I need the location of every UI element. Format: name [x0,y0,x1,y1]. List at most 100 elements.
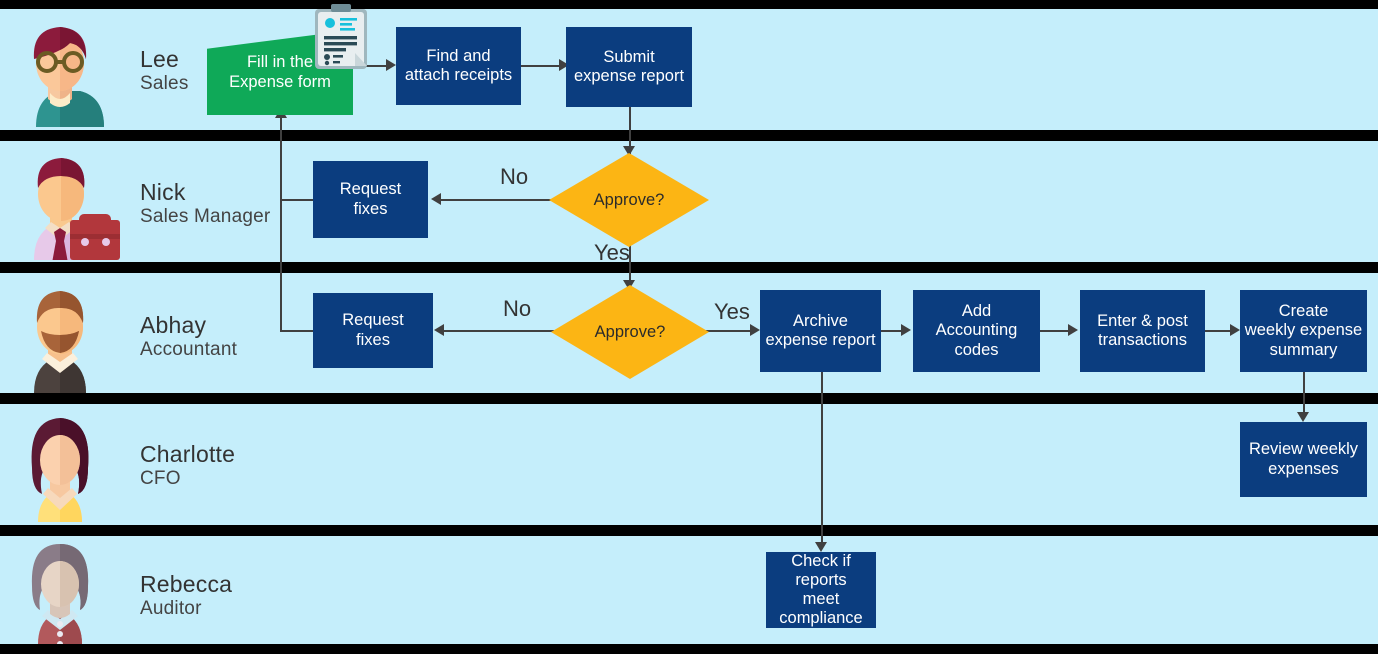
arrowhead-nick-yes [623,280,635,290]
node-label-line3: codes [954,340,999,359]
node-label-line2: reports [795,570,847,589]
nick-avatar-icon [14,148,120,271]
node-label-line2: Expense form [229,72,331,91]
node-label-line1: Create [1278,302,1329,321]
edge-fixes-riser [280,118,282,331]
actor-nick: Nick Sales Manager [14,148,271,271]
edge-label-abhay-yes: Yes [714,299,750,324]
arrowhead-transactions-to-summary [1230,324,1240,336]
lane-divider-3 [0,393,1378,404]
edge-summary-to-review [1303,372,1305,418]
node-label-line2: attach receipts [404,66,513,84]
edge-label-nick-yes: Yes [594,240,630,265]
node-label-line2: transactions [1098,331,1187,349]
actor-rebecca: Rebecca Auditor [14,540,232,652]
arrowhead-nick-no [431,193,441,205]
node-label-line1: Submit [603,47,655,66]
node-abhay-approve[interactable]: Approve? [551,285,709,379]
node-find-attach-receipts[interactable]: Find and attach receipts [396,27,521,105]
actor-lee: Lee Sales [14,15,189,127]
lane-divider-2 [0,262,1378,273]
node-label-line2: expense report [573,67,685,85]
arrowhead-archive-to-compliance [815,542,827,552]
edge-receipts-to-submit [521,65,559,67]
lane-divider-bottom [0,644,1378,654]
node-label-line1: Add [961,302,992,321]
actor-name: Rebecca [140,571,233,598]
node-label-line1: Review weekly [1248,440,1359,459]
node-label-line1: Archive [792,311,848,330]
lane-divider-4 [0,525,1378,536]
edge-transactions-to-summary [1205,330,1230,332]
edge-nick-no [441,199,551,201]
actor-abhay: Abhay Accountant [14,281,237,393]
node-label-line2: fixes [356,330,390,349]
node-label-line2: weekly expense [1244,321,1363,340]
node-label-line2: expense report [765,331,876,349]
edge-archive-to-codes [881,330,901,332]
arrowhead-abhay-no [434,324,444,336]
edge-fillform-to-receipts [354,65,386,67]
edge-abhay-yes [700,330,750,332]
node-label-line3: meet [802,590,840,608]
edge-abhay-no [444,330,554,332]
node-label-line1: Enter & post [1097,311,1188,330]
actor-charlotte: Charlotte CFO [14,410,235,522]
actor-name: Abhay [140,312,207,339]
node-label-line1: Request [342,311,404,330]
actor-role: Auditor [140,598,202,620]
node-enter-post-transactions[interactable]: Enter & post transactions [1080,290,1205,372]
lane-divider-top [0,0,1378,9]
actor-name: Lee [140,46,179,73]
arrowhead-codes-to-transactions [1068,324,1078,336]
actor-name: Nick [140,179,186,206]
node-nick-approve-label: Approve? [593,190,665,209]
node-label-line2: Accounting [935,321,1018,340]
edge-codes-to-transactions [1040,330,1068,332]
actor-role: Accountant [140,339,238,361]
node-label-line1: Find and [426,46,491,65]
actor-name: Charlotte [140,441,236,468]
node-abhay-request-fixes[interactable]: Request fixes [313,293,433,368]
rebecca-avatar-icon [14,540,106,652]
actor-role: Sales Manager [140,206,271,228]
node-nick-approve[interactable]: Approve? [549,153,709,247]
edge-label-nick-no: No [500,164,529,189]
arrowhead-abhay-yes [750,324,760,336]
arrowhead-summary-to-review [1297,412,1309,422]
node-add-accounting-codes[interactable]: Add Accounting codes [913,290,1040,372]
actor-role: Sales [140,73,189,95]
edge-abhay-fixes-left [280,330,313,332]
arrowhead-fillform-to-receipts [386,59,396,71]
arrowhead-archive-to-codes [901,324,911,336]
node-fill-expense-form-label: Fill in the Expense form [207,30,353,115]
clipboard-form-icon [313,3,369,76]
node-nick-request-fixes[interactable]: Request fixes [313,161,428,238]
node-label-line1: Check if [791,551,851,570]
node-abhay-approve-label: Approve? [594,322,666,341]
node-review-weekly-expenses[interactable]: Review weekly expenses [1240,422,1367,497]
node-create-weekly-expense-summary[interactable]: Create weekly expense summary [1240,290,1367,372]
lane-divider-1 [0,130,1378,141]
abhay-avatar-icon [14,281,106,393]
edge-submit-to-nick-approve [629,107,631,154]
arrowhead-receipts-to-submit [559,59,569,71]
node-label-line4: compliance [779,609,863,628]
edge-nick-fixes-left [280,199,313,201]
node-label-line1: Fill in the [246,52,313,71]
arrowhead-submit-to-nick-approve [623,146,635,156]
node-label-line2: expenses [1268,459,1339,478]
node-submit-expense-report[interactable]: Submit expense report [566,27,692,107]
edge-archive-to-compliance [821,372,823,547]
edge-nick-yes [629,245,631,287]
node-archive-expense-report[interactable]: Archive expense report [760,290,881,372]
charlotte-avatar-icon [14,410,106,522]
lee-avatar-icon [14,15,106,127]
edge-label-abhay-no: No [503,296,532,321]
lane-charlotte [0,404,1378,525]
actor-role: CFO [140,468,181,490]
node-label-line3: summary [1269,340,1338,359]
node-label-line1: Request [339,180,402,199]
node-check-reports-compliance[interactable]: Check if reports meet compliance [766,552,876,628]
